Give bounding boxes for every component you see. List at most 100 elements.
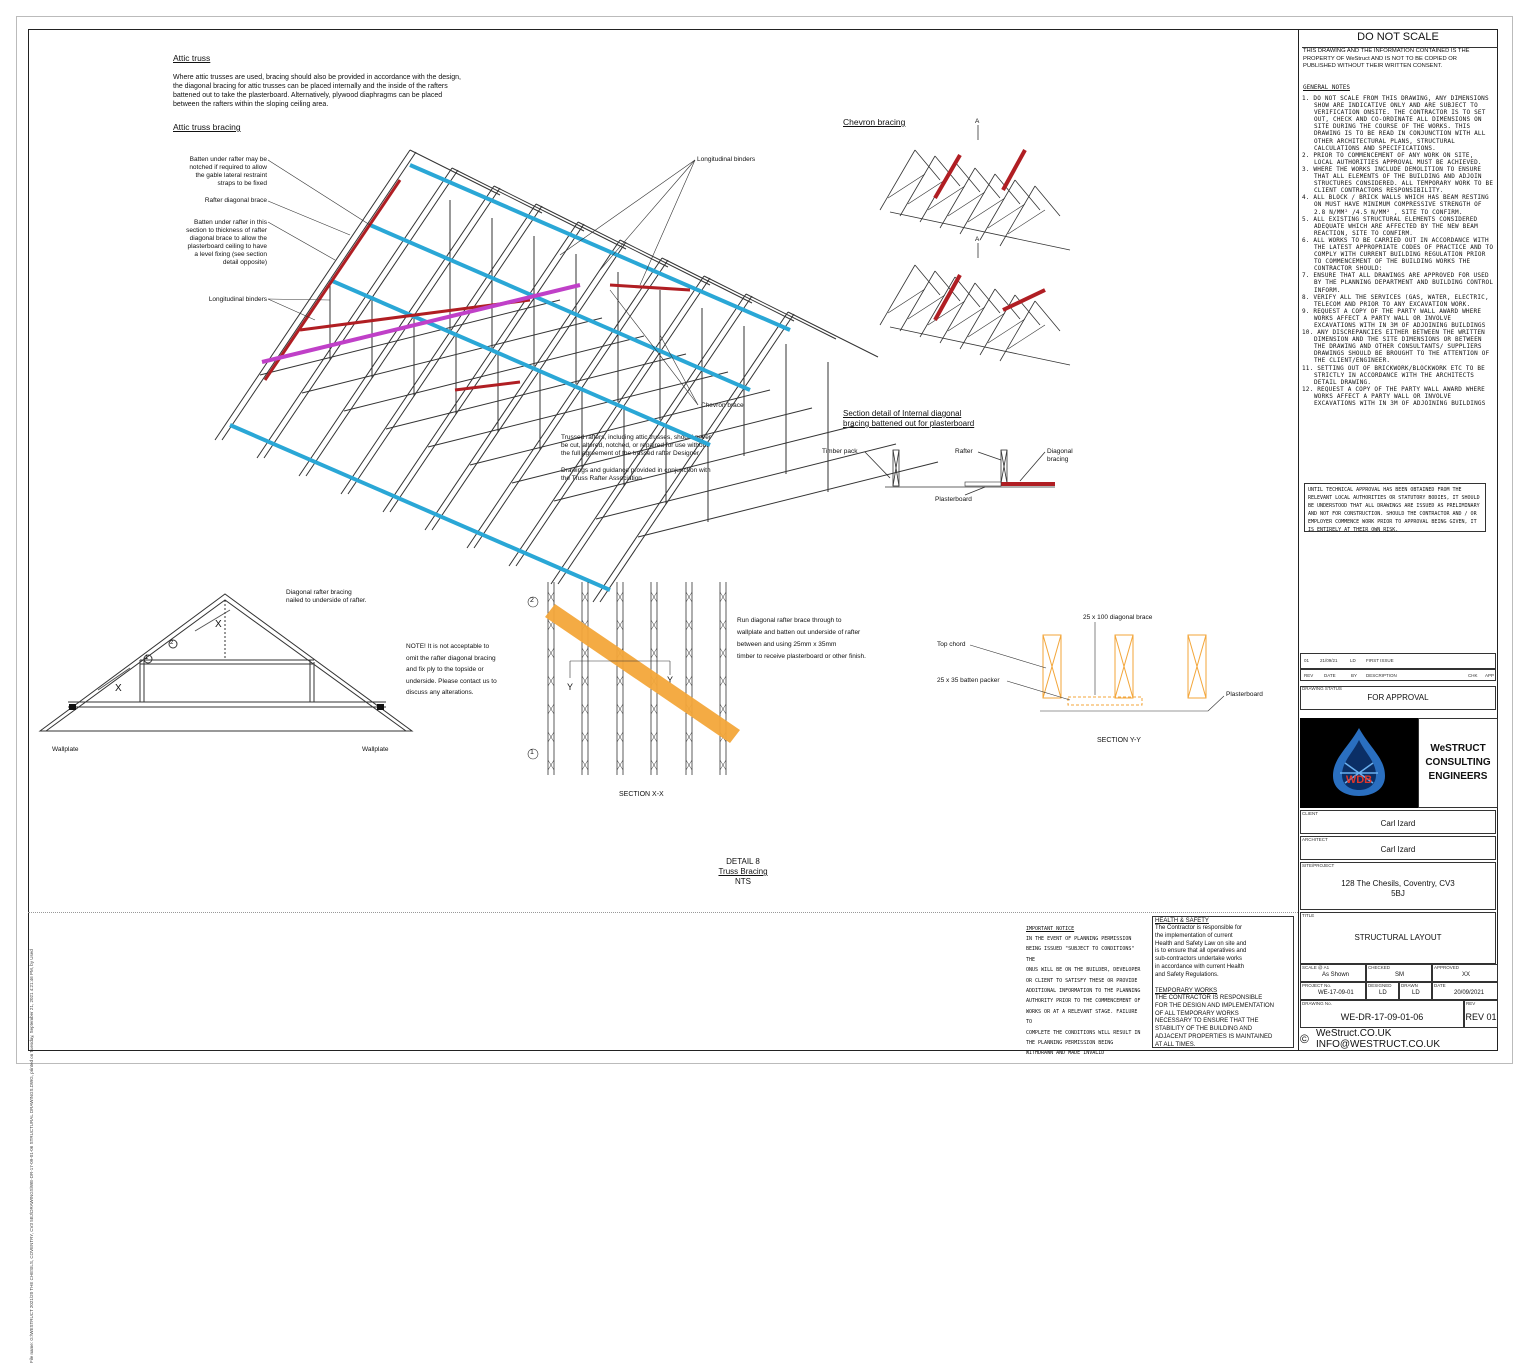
chevron-rafter-line [914,149,941,181]
logo-text: WDB [1345,774,1373,786]
status-box [1300,686,1496,710]
chevron-web-line [907,179,946,205]
property-notice: THIS DRAWING AND THE INFORMATION CONTAIN… [1303,48,1470,69]
section-xx-hatch-line [650,591,658,603]
chevron-rafter-line [954,276,981,308]
chevron-a-bottom: A [975,236,980,243]
rafter-line [550,293,747,585]
rafter-line [347,205,543,495]
section-xx-hatch-line [616,759,624,771]
label-batten-notched: Batten under rafter may be notched if re… [189,156,267,187]
chevron-rafter-line [899,155,936,217]
rafter-line [619,239,711,286]
rafter-line [599,313,795,603]
diagonal-brace-orange [545,604,740,743]
floor-joist-line [637,461,939,538]
scale-label: SCALE @ A1 [1302,965,1330,970]
rafter-line [493,185,585,232]
batten-magenta [261,283,581,364]
general-note-item: 9. REQUEST A COPY OF THE PARTY WALL AWAR… [1302,307,1486,329]
chevron-brace-red [1001,149,1027,191]
scale-cell [1300,964,1366,982]
section-yy-leaders [969,622,1225,712]
section-mark-y-right: Y [667,675,674,685]
architect-label: ARCHITECT [1302,837,1328,842]
section-xx-hatch-line [650,759,658,771]
label-timber-pack: Timber pack [822,448,858,455]
chevron-brace-red [609,283,691,292]
floor-joist-line [469,389,771,466]
chevron-web-line [887,173,926,199]
rafter-line [263,169,459,459]
chevron-bracing-sketch-bottom [879,243,1071,366]
project-box [1300,862,1496,910]
label-diagonal-bracing: Diagonal bracing [1047,448,1073,463]
section-xx-hatch-line [547,703,555,715]
rev-row-date: 21/09/21 [1320,658,1338,663]
truss-elevation [38,593,414,732]
label-diagonal-brace-25x100: 25 x 100 diagonal brace [1083,614,1153,621]
rafter-line [214,149,411,441]
chevron-web-line [987,203,1026,229]
website-link[interactable]: WeStruct.CO.UK [1316,1028,1392,1039]
section-xx-hatch-line [547,675,555,687]
longitudinal-binder-blue [409,163,791,332]
chevron-bracing-sketch-top [879,125,1071,251]
floor-joist-line [511,407,813,484]
section-xx-hatch-line [685,619,693,631]
attic-truss-3d [214,149,939,603]
chevron-web-line [927,300,966,326]
attic-note-1: Trussed rafters, including attic trusses… [561,434,712,457]
drawing-canvas [38,125,1225,775]
section-xx-hatch-line [719,759,727,771]
label-longitudinal-binders-left: Longitudinal binders [208,296,267,303]
chevron-web-line [927,185,966,211]
drawn-cell [1399,982,1432,1000]
chevron-web-line [907,294,946,320]
label-diagonal-rafter-bracing: Diagonal rafter bracing nailed to unders… [286,589,367,604]
label-plasterboard-yy: Plasterboard [1226,691,1263,698]
section-xx-hatch-line [616,731,624,743]
approved: XX [1462,972,1471,978]
rafter-line [661,257,753,304]
project-no: WE-17-09-01 [1318,990,1354,996]
rev-header-desc: DESCRIPTION [1366,673,1397,678]
chevron-brace-red [933,274,962,321]
general-note-item: 3. WHERE THE WORKS INCLUDE DEMOLITION TO… [1302,165,1494,195]
chevron-base-line [889,326,1071,366]
rev-header-rev: REV [1304,673,1314,678]
section-xx-hatch-line [650,619,658,631]
email-link[interactable]: INFO@WESTRUCT.CO.UK [1316,1039,1441,1050]
chevron-rafter-line [899,270,936,332]
section-xx-hatch-line [616,619,624,631]
floor-joist-line [301,317,603,394]
rafter-line [256,167,453,459]
label-batten-packer: 25 x 35 batten packer [937,677,1000,684]
chevron-rafter-line [979,179,1016,241]
rafter-line [508,275,705,567]
checked-label: CHECKED [1368,965,1391,970]
chevron-web-line [947,191,986,217]
section-xx-hatch-line [719,619,727,631]
project-no-cell [1300,982,1366,1000]
detail-scale: NTS [735,877,751,886]
longitudinal-binder-blue [329,278,711,447]
section-xx-hatch-line [547,731,555,743]
section-xx-hatch-line [685,759,693,771]
detail-title: Truss Bracing [718,867,768,876]
section-xx-hatch-line [719,647,727,659]
section-detail-drawing [864,449,1055,496]
section-xx-cutline [527,596,671,760]
section-xx-hatch-line [581,731,589,743]
chevron-rafter-line [1014,179,1041,211]
timber-pack-section [964,481,1002,487]
rafter-line [431,241,627,531]
rev-header-chk: CHK [1468,673,1478,678]
chevron-rafter-line [879,264,916,326]
chevron-rafter-line [954,161,981,193]
label-rafter: Rafter [955,448,973,455]
chevron-web-line [887,288,926,314]
designed-cell [1366,982,1399,1000]
general-note-item: 2. PRIOR TO COMMENCEMENT OF ANY WORK ON … [1302,151,1482,166]
attic-bracing-title: Attic truss bracing [173,122,241,132]
